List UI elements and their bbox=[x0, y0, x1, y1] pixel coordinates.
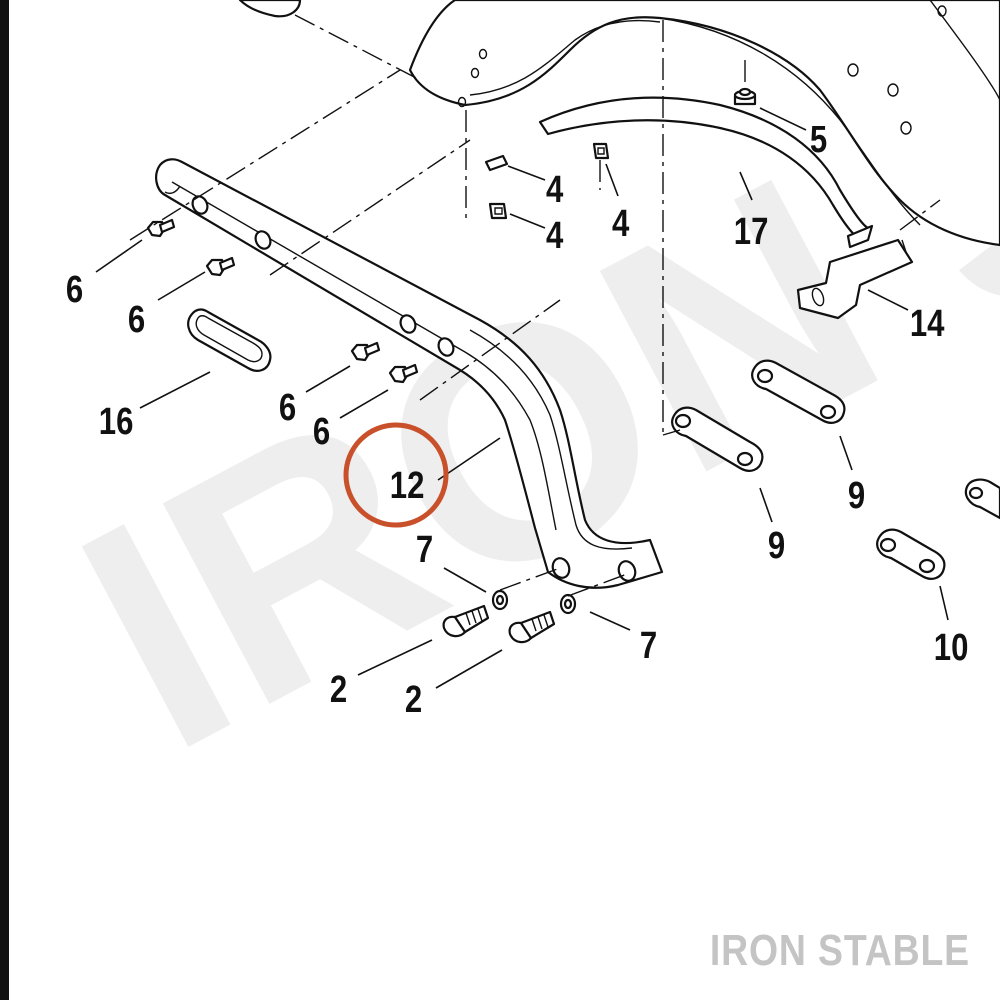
callout-10: 10 bbox=[934, 627, 969, 669]
callout-6-a: 6 bbox=[66, 269, 83, 311]
washer-7-a bbox=[491, 589, 509, 611]
callout-17: 17 bbox=[734, 211, 769, 253]
callout-14: 14 bbox=[910, 303, 945, 345]
callout-labels: 6 6 16 6 6 12 7 7 2 2 4 4 4 5 17 14 9 9 … bbox=[66, 119, 969, 721]
callout-4-c: 4 bbox=[612, 203, 630, 245]
bolt-2-a bbox=[442, 604, 490, 638]
pad-16 bbox=[187, 308, 272, 372]
nut-5 bbox=[733, 87, 757, 106]
screw-6-b bbox=[205, 256, 236, 277]
callout-4-a: 4 bbox=[546, 169, 564, 211]
center-lines bbox=[129, 14, 941, 597]
callout-6-c: 6 bbox=[279, 387, 296, 429]
link-10 bbox=[876, 528, 946, 580]
callout-6-b: 6 bbox=[128, 299, 145, 341]
callout-9-b: 9 bbox=[848, 475, 865, 517]
callout-12: 12 bbox=[390, 465, 425, 507]
clip-4-upper bbox=[484, 154, 509, 172]
link-9-left bbox=[671, 406, 764, 472]
callout-4-b: 4 bbox=[546, 215, 564, 257]
clip-4-lower bbox=[488, 202, 508, 220]
callout-6-d: 6 bbox=[313, 411, 330, 453]
callout-7-a: 7 bbox=[416, 529, 433, 571]
trim-strip-17 bbox=[538, 96, 874, 249]
screw-6-a bbox=[146, 218, 176, 238]
callout-2-a: 2 bbox=[330, 669, 347, 711]
callout-16: 16 bbox=[99, 401, 134, 443]
callout-7-b: 7 bbox=[640, 625, 657, 667]
fender-part bbox=[238, 0, 1000, 247]
highlight-circle bbox=[343, 422, 449, 528]
rail-12 bbox=[155, 158, 664, 589]
left-border bbox=[0, 0, 9, 1000]
link-9-right bbox=[751, 359, 846, 424]
brand-watermark: IRON STABLE bbox=[709, 926, 970, 975]
clip-4-right bbox=[592, 142, 610, 160]
bolt-2-b bbox=[508, 610, 556, 644]
washer-7-b bbox=[559, 593, 577, 615]
link-partial bbox=[964, 478, 1000, 520]
callout-5: 5 bbox=[810, 119, 827, 161]
screw-6-d bbox=[388, 363, 419, 384]
callout-2-b: 2 bbox=[405, 679, 422, 721]
callout-9-a: 9 bbox=[768, 525, 785, 567]
bracket-14 bbox=[796, 238, 914, 320]
screw-6-c bbox=[350, 341, 381, 362]
leader-lines bbox=[95, 107, 949, 689]
